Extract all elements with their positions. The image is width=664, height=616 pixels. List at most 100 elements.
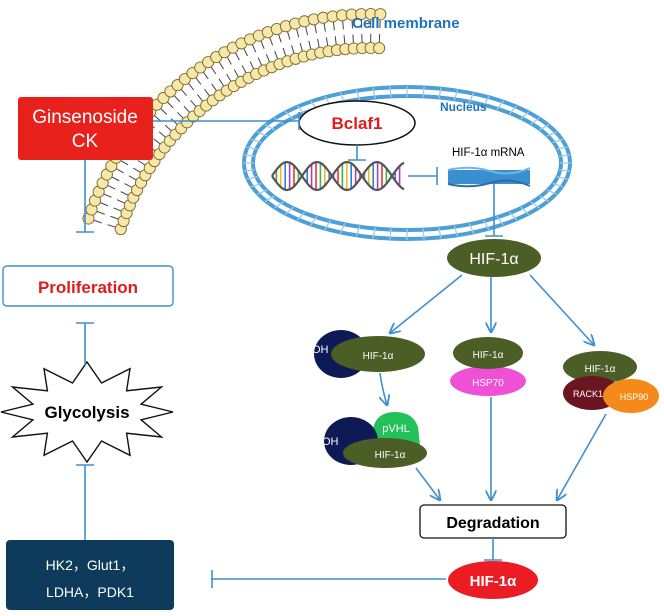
mrna-strand-icon	[447, 166, 531, 188]
nuclear-pore-tick	[556, 146, 568, 150]
hif-rack1-hsp90-complex: HIF-1α RACK1 HSP90	[563, 351, 659, 413]
nuclear-pore-tick	[438, 87, 442, 99]
glycolytic-genes-box: HK2，Glut1， LDHA，PDK1	[6, 540, 174, 610]
nuclear-pore-tick	[422, 86, 425, 98]
nuclear-pore-tick	[468, 92, 475, 103]
nuclear-pore-tick	[546, 189, 558, 195]
nuclear-pore-tick	[246, 146, 258, 150]
oh-label: OH	[312, 344, 329, 356]
nuclear-pore-tick	[296, 105, 306, 115]
nuclear-pore-tick	[339, 223, 346, 234]
ginsenoside-ck-box: Ginsenoside CK	[18, 97, 153, 160]
nuclear-pore-tick	[372, 227, 376, 239]
nuclear-pore-tick	[243, 169, 255, 172]
nucleus-label: Nucleus	[440, 100, 487, 114]
nuclear-pore-tick	[508, 211, 518, 221]
proliferation-label: Proliferation	[38, 278, 138, 297]
nuclear-pore-tick	[296, 211, 306, 221]
nuclear-pore-tick	[243, 154, 255, 157]
nuclear-pore-tick	[559, 154, 571, 157]
nuclear-pore-tick	[559, 169, 571, 172]
oh-lower-label: OH	[322, 436, 339, 448]
nuclear-pore-tick	[482, 95, 490, 107]
arrow-pvhl-to-degradation	[415, 467, 440, 500]
hif1a-left-label: HIF-1α	[363, 351, 394, 362]
lipid-head	[374, 8, 387, 21]
nuclear-pore-tick	[496, 216, 504, 226]
nuclear-pore-tick	[468, 223, 475, 234]
bclaf1-node: Bclaf1	[298, 100, 416, 146]
dna-strand	[271, 160, 405, 192]
hif1a-middle-label: HIF-1α	[473, 350, 504, 361]
nuclear-pore-tick	[422, 228, 425, 240]
nuclear-pore-tick	[539, 195, 550, 203]
nuclear-pore-tick	[389, 86, 392, 98]
nuclear-pore-tick	[264, 123, 275, 131]
nuclear-pore-tick	[556, 176, 568, 180]
rack1-label: RACK1	[573, 389, 603, 399]
nuclear-pore-tick	[310, 216, 318, 226]
nuclear-pore-tick	[355, 225, 361, 237]
nucleus-envelope	[242, 85, 572, 241]
nuclear-pore-tick	[530, 201, 541, 209]
nuclear-pore-tick	[355, 89, 361, 101]
hif-hsp70-complex: HSP70 HIF-1α	[450, 337, 526, 396]
cell-membrane-label: Cell membrane	[352, 15, 460, 32]
nuclear-pore-tick	[256, 131, 268, 137]
arrow-rack1-to-degradation	[557, 413, 607, 500]
hsp90-label: HSP90	[620, 392, 649, 402]
nuclear-pore-tick	[496, 100, 504, 110]
nuclear-pore-tick	[453, 225, 459, 237]
arrow-to-pvhl-complex	[380, 372, 387, 405]
hif1a-red-node: HIF-1α	[448, 561, 538, 599]
nuclear-pore-tick	[482, 219, 490, 231]
hif1a-main-node: HIF-1α	[447, 239, 541, 277]
genes-line2: LDHA，PDK1	[46, 584, 134, 600]
nuclear-pore-tick	[324, 219, 332, 231]
nucleus-outer-membrane	[242, 85, 572, 241]
arrow-to-oh-complex	[390, 274, 463, 333]
nuclear-pore-tick	[508, 105, 518, 115]
dna-helix-icon	[271, 160, 405, 192]
hif1a-red-label: HIF-1α	[470, 573, 518, 590]
nuclear-pore-tick	[539, 123, 550, 131]
nuclear-pore-tick	[546, 131, 558, 137]
nuclear-pore-tick	[284, 206, 294, 216]
degradation-box: Degradation	[419, 504, 567, 539]
glycolysis-label: Glycolysis	[44, 403, 129, 422]
nuclear-pore-tick	[284, 110, 294, 120]
oh-hif-complex: OH HIF-1α	[312, 330, 425, 378]
nuclear-pore-tick	[250, 182, 262, 188]
pvhl-label: pVHL	[382, 423, 410, 435]
ginsenoside-ck-label: CK	[72, 131, 99, 152]
glycolysis-burst: Glycolysis	[0, 360, 174, 464]
nuclear-pore-tick	[389, 228, 392, 240]
nuclear-pore-tick	[250, 138, 262, 144]
lipid-head	[373, 42, 386, 55]
nuclear-pore-tick	[520, 110, 530, 120]
proliferation-box: Proliferation	[2, 265, 174, 307]
pathway-connectors	[76, 112, 607, 588]
oh-pvhl-hif-complex: pVHL OH HIF-1α	[322, 412, 427, 468]
ginsenoside-label: Ginsenoside	[32, 107, 138, 128]
bclaf1-label: Bclaf1	[331, 114, 382, 133]
hif-mrna-label: HIF-1α mRNA	[452, 147, 525, 159]
dna-strand	[271, 160, 405, 192]
nuclear-pore-tick	[520, 206, 530, 216]
nuclear-pore-tick	[246, 176, 258, 180]
nuclear-pore-tick	[372, 87, 376, 99]
nuclear-pore-tick	[552, 182, 564, 188]
nuclear-pore-tick	[273, 201, 284, 209]
nuclear-pore-tick	[453, 89, 459, 101]
genes-line1: HK2，Glut1，	[46, 557, 135, 573]
nuclear-pore-tick	[530, 117, 541, 125]
nuclear-pore-tick	[264, 195, 275, 203]
degradation-label: Degradation	[446, 515, 539, 532]
hif1a-right-label: HIF-1α	[585, 364, 616, 375]
arrow-to-rack1-complex	[529, 274, 594, 345]
nuclear-pore-tick	[256, 189, 268, 195]
nuclear-pore-tick	[438, 227, 442, 239]
nuclear-pore-tick	[552, 138, 564, 144]
